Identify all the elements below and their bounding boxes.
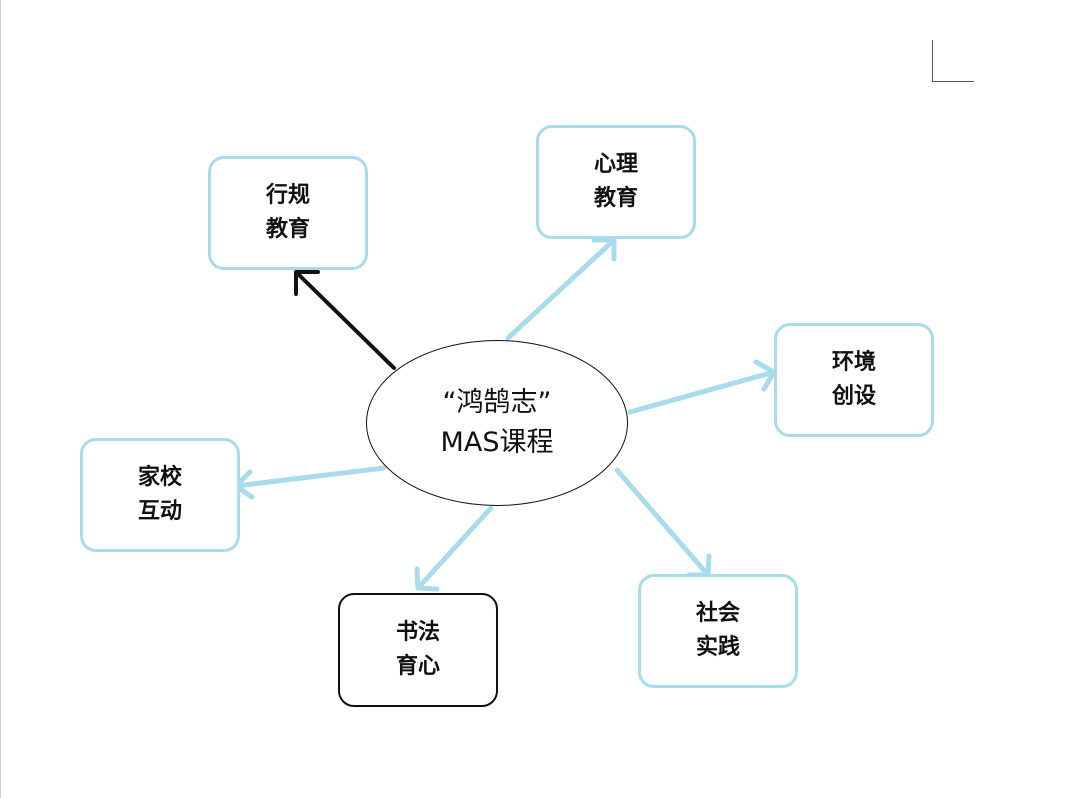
arrow-to-xinli (505, 237, 617, 341)
node-huanjing-line2: 创设 (831, 384, 876, 409)
node-xinggui-line1: 行规 (265, 183, 310, 208)
arrow-to-shufa (415, 505, 494, 591)
center-node: “鸿鹄志” MAS课程 (366, 340, 628, 506)
arrowhead-xinli (591, 237, 617, 262)
arrow-to-jiaxiao (233, 465, 387, 489)
arrow-to-huanjing (627, 369, 777, 415)
node-xinli-line1: 心理 (593, 152, 638, 177)
node-shehui-line2: 实践 (695, 635, 740, 660)
node-xinli: 心理 教育 (536, 125, 696, 239)
arrow-to-xinggui (294, 270, 396, 370)
node-xinggui-line2: 教育 (265, 217, 310, 242)
page-corner-mark (932, 40, 974, 82)
center-line2: MAS课程 (440, 427, 554, 458)
node-jiaxiao-line1: 家校 (137, 465, 182, 490)
node-shufa-line1: 书法 (395, 620, 440, 645)
node-jiaxiao: 家校 互动 (80, 438, 240, 552)
page-left-edge (0, 0, 1, 798)
node-shehui: 社会 实践 (638, 574, 798, 688)
node-xinggui: 行规 教育 (208, 156, 368, 270)
arrowhead-shufa (414, 566, 440, 592)
node-shufa: 书法 育心 (338, 593, 498, 707)
node-shufa-line2: 育心 (395, 654, 440, 679)
center-line1: “鸿鹄志” (442, 387, 552, 418)
arrow-to-shehui (614, 467, 711, 578)
node-huanjing-line1: 环境 (831, 350, 876, 375)
node-huanjing: 环境 创设 (774, 323, 934, 437)
arrowhead-xinggui (294, 270, 320, 296)
node-xinli-line2: 教育 (593, 186, 638, 211)
node-shehui-line1: 社会 (695, 601, 740, 626)
node-jiaxiao-line2: 互动 (137, 499, 182, 524)
